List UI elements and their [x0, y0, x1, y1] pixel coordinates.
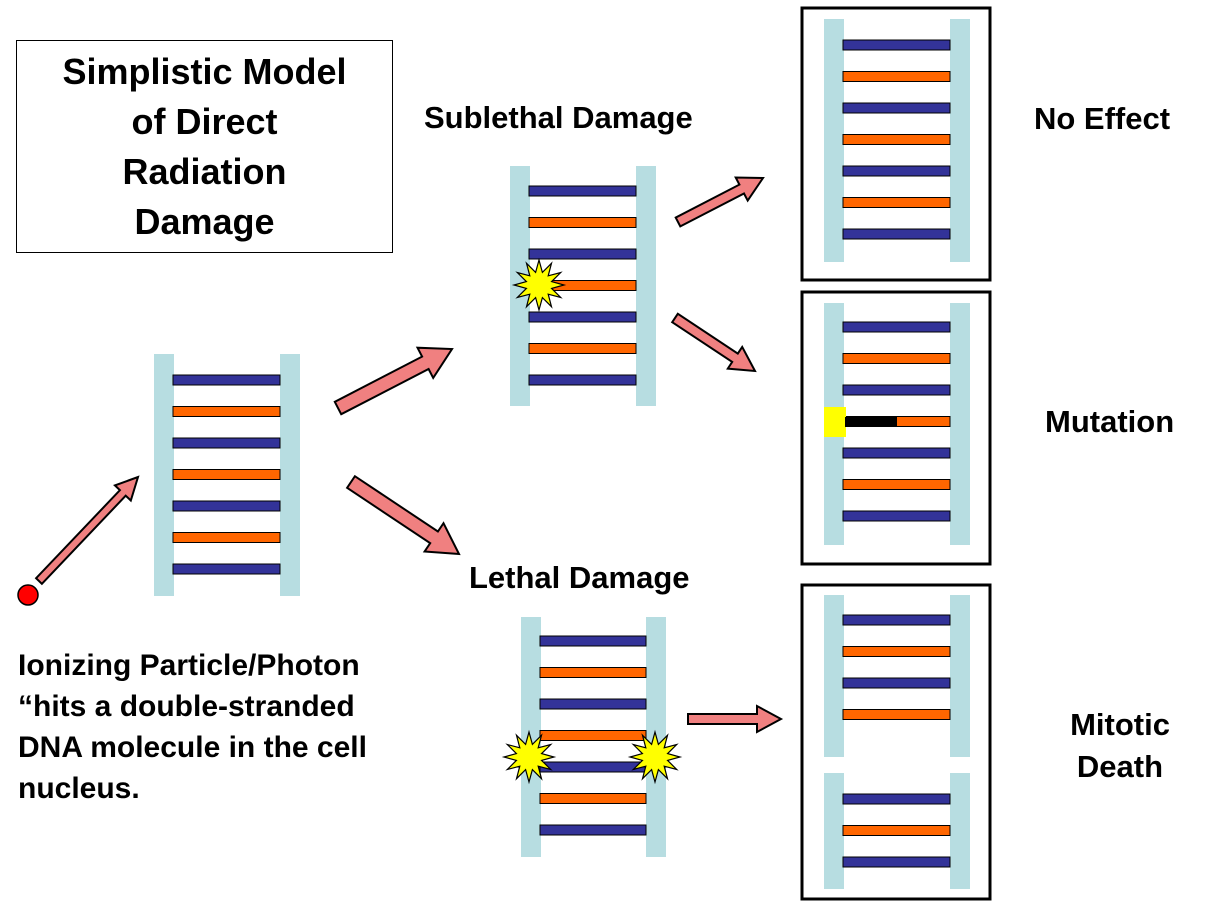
outcome-frame	[800, 290, 992, 566]
damage-burst	[511, 257, 567, 313]
base-pair-rung	[842, 646, 951, 657]
incident-particle-arrow	[34, 475, 140, 586]
base-pair-rung	[172, 437, 281, 449]
dna-backbone	[521, 617, 541, 857]
original-dna	[154, 354, 300, 596]
base-pair-rung	[539, 698, 647, 710]
mutation-label: Mutation	[1045, 404, 1175, 439]
base-pair-rung	[842, 321, 951, 333]
base-pair-rung	[172, 374, 281, 386]
outcome-frame	[800, 583, 992, 901]
outcome-frames	[800, 6, 992, 901]
base-pair-rung	[528, 311, 637, 323]
base-pair-rung	[842, 510, 951, 522]
mitotic-death-line: Death	[1076, 749, 1164, 784]
base-pair-rung	[539, 761, 647, 773]
caption-line: nucleus.	[18, 772, 140, 805]
dna-backbone	[950, 303, 970, 545]
base-pair-rung	[842, 825, 951, 836]
damage-burst	[627, 729, 683, 785]
title-box: Simplistic Model of Direct Radiation Dam…	[16, 40, 393, 253]
caption-line: Ionizing Particle/Photon	[18, 649, 360, 682]
arrows	[34, 176, 784, 734]
base-pair-rung	[172, 532, 281, 543]
dna-backbone	[280, 354, 300, 596]
mitotic-death-dna-lower	[824, 773, 970, 889]
base-pair-rung	[539, 824, 647, 836]
base-pair-rung	[528, 185, 637, 197]
title-line: Damage	[134, 200, 275, 242]
base-pair-rung	[842, 384, 951, 396]
base-pair-rung	[539, 793, 647, 804]
base-pair-rung	[842, 353, 951, 364]
base-pair-rung	[842, 165, 951, 177]
to-lethal-arrow	[345, 474, 461, 556]
caption-line: DNA molecule in the cell	[18, 731, 367, 764]
base-pair-rung	[842, 614, 951, 626]
base-pair-rung	[842, 197, 951, 208]
mitotic-death-dna-upper	[824, 595, 970, 757]
dna-backbone	[950, 595, 970, 757]
damage-marks	[17, 257, 897, 785]
caption: Ionizing Particle/Photon “hits a double-…	[18, 645, 367, 809]
base-pair-rung	[842, 102, 951, 114]
dna-backbone	[154, 354, 174, 596]
mitotic-death-label: Mitotic Death	[1028, 704, 1212, 788]
to-mutation-arrow	[670, 312, 757, 373]
base-pair-rung	[172, 563, 281, 575]
title-line: Radiation	[122, 150, 287, 192]
base-pair-rung	[842, 856, 951, 868]
mutated-base-segment	[845, 417, 897, 427]
no-effect-label: No Effect	[1034, 101, 1171, 136]
dna-backbone	[824, 19, 844, 262]
base-pair-rung	[842, 134, 951, 145]
base-pair-rung	[842, 793, 951, 805]
base-pair-rung	[528, 217, 637, 228]
dna-backbone	[950, 19, 970, 262]
mitotic-death-line: Mitotic	[1070, 707, 1170, 742]
title-line: of Direct	[131, 100, 278, 142]
mutation-dna	[824, 303, 970, 545]
title-line: Simplistic Model	[62, 50, 347, 92]
base-pair-rung	[528, 248, 637, 260]
base-pair-rung	[528, 374, 637, 386]
base-pair-rung	[172, 469, 281, 480]
base-pair-rung	[172, 500, 281, 512]
dna-backbone	[824, 773, 844, 889]
mutation-mark	[824, 407, 846, 437]
dna-molecules	[154, 19, 970, 889]
base-pair-rung	[539, 730, 647, 741]
lethal-damage-label: Lethal Damage	[469, 560, 690, 595]
base-pair-rung	[842, 479, 951, 490]
ionizing-particle	[17, 584, 39, 606]
outcome-frame	[800, 6, 992, 282]
dna-backbone	[824, 595, 844, 757]
base-pair-rung	[842, 228, 951, 240]
base-pair-rung	[842, 709, 951, 720]
sublethal-damage-label: Sublethal Damage	[424, 100, 693, 135]
base-pair-rung	[539, 667, 647, 678]
base-pair-rung	[528, 343, 637, 354]
caption-line: “hits a double-stranded	[18, 690, 355, 723]
base-pair-rung	[539, 635, 647, 647]
to-mitotic-death-arrow	[687, 704, 784, 734]
diagram-title: Simplistic Model of Direct Radiation Dam…	[62, 47, 346, 247]
no-effect-dna	[824, 19, 970, 262]
base-pair-rung	[842, 39, 951, 51]
dna-backbone	[950, 773, 970, 889]
base-pair-rung	[842, 677, 951, 689]
to-sublethal-arrow	[333, 346, 454, 416]
damage-burst	[501, 729, 557, 785]
base-pair-rung	[842, 71, 951, 82]
base-pair-rung	[172, 406, 281, 417]
dna-backbone	[636, 166, 656, 406]
to-no-effect-arrow	[674, 176, 765, 228]
base-pair-rung	[842, 447, 951, 459]
